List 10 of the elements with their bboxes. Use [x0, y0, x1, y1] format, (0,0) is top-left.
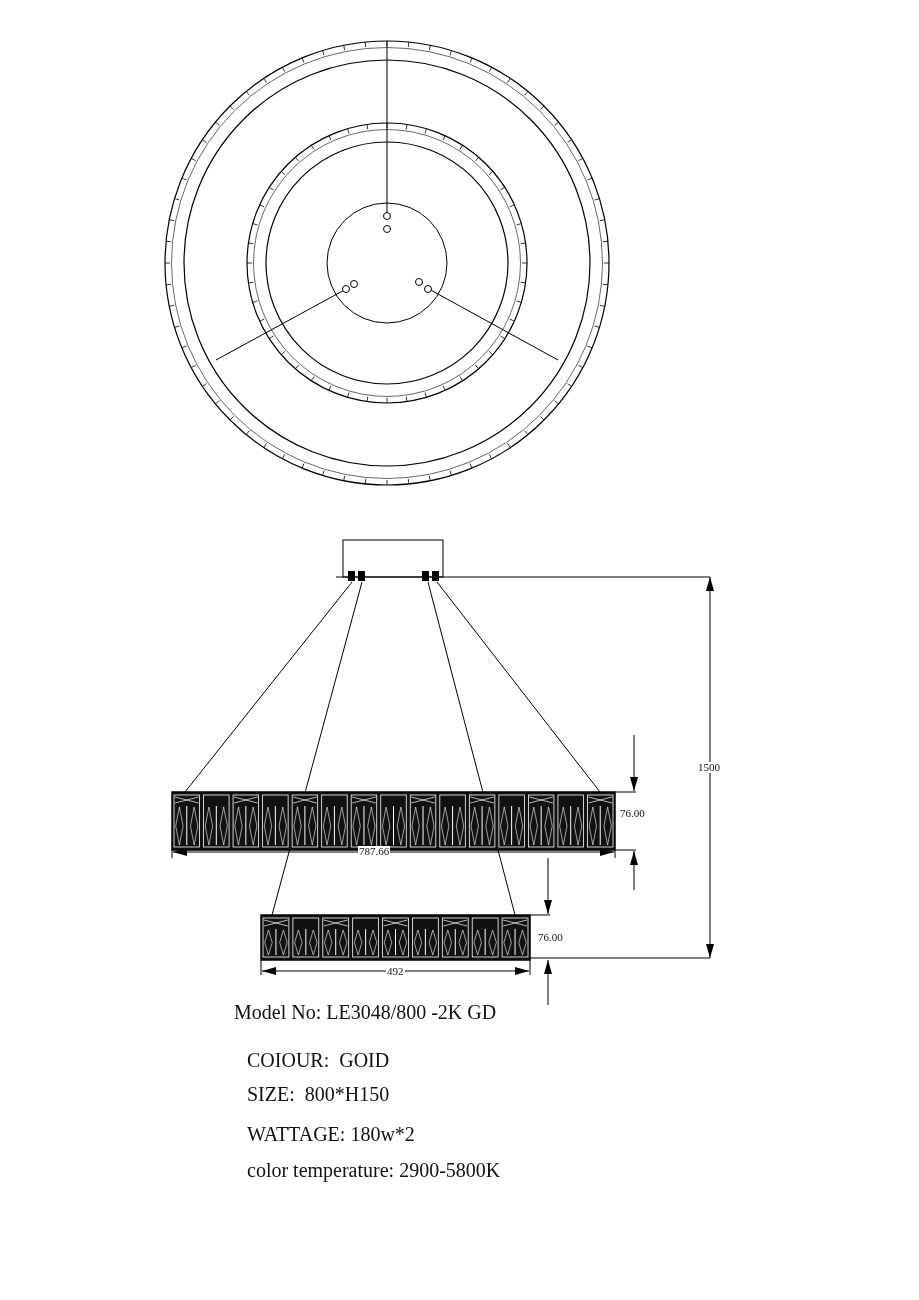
size-spec-text: SIZE: 800*H150: [247, 1084, 390, 1104]
dimension-label: 76.00: [537, 932, 564, 943]
dimension-label: 787.66: [358, 846, 391, 857]
color-temperature-spec-text: color temperature: 2900-5800K: [247, 1160, 501, 1180]
dimension-label: 76.00: [619, 808, 646, 819]
dimension-label: 1500: [697, 762, 721, 773]
colour-spec-text: COIOUR: GOID: [247, 1050, 390, 1070]
dimension-label: 492: [386, 966, 405, 977]
wattage-spec-text: WATTAGE: 180w*2: [247, 1124, 415, 1144]
model-number-text: Model No: LE3048/800 -2K GD: [234, 1002, 497, 1022]
